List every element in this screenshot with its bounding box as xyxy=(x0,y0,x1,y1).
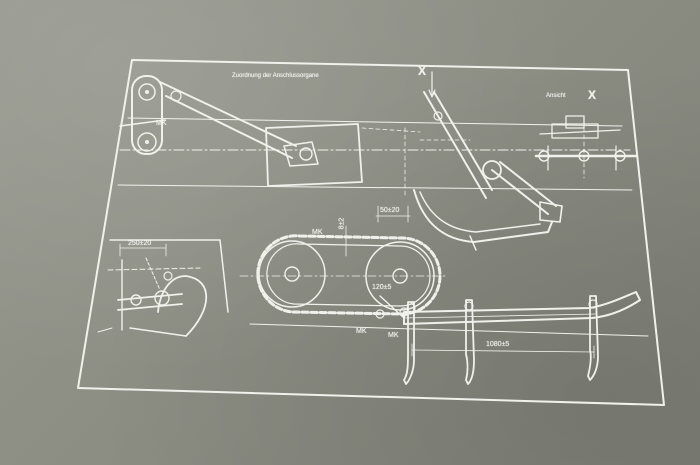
gearbox-block xyxy=(265,123,363,187)
hanging-arm-joint xyxy=(482,160,502,180)
left-pulley-arm xyxy=(119,119,166,127)
diagonal-arm-b xyxy=(165,95,293,159)
hanging-arm-b xyxy=(433,91,493,191)
mk-label-lower-b: MK xyxy=(388,332,399,339)
mk-label-left: MK xyxy=(156,120,167,127)
hanging-arm-claw xyxy=(539,201,563,223)
guide-line-top xyxy=(127,117,623,127)
left-pulley-belt xyxy=(131,75,163,155)
dimension-small: 120±5 xyxy=(372,284,392,291)
center-belt-inner xyxy=(266,243,431,307)
gearbox-inner xyxy=(283,141,319,167)
tool-beam xyxy=(403,291,641,325)
left-pulley-bottom xyxy=(137,132,157,152)
sub-view-moldboard xyxy=(157,275,208,337)
guide-line-bottom xyxy=(249,323,649,337)
mk-label-belt: MK xyxy=(312,229,323,236)
guide-line-low xyxy=(117,184,633,191)
belt-pulley-left xyxy=(258,240,326,308)
mk-label-lower-a: MK xyxy=(356,328,367,335)
tine-2 xyxy=(465,299,475,385)
tine-3 xyxy=(587,295,599,381)
dimension-vertical: 8±2 xyxy=(338,217,346,230)
top-view-marker: X xyxy=(418,64,427,78)
dimension-bottom: 1080±5 xyxy=(486,341,510,348)
dimension-mid: 50±20 xyxy=(380,207,400,214)
view-label: Ansicht xyxy=(546,93,566,99)
left-pulley-top xyxy=(138,83,156,101)
curved-skid xyxy=(413,189,553,243)
dimension-left: 250±20 xyxy=(128,240,152,247)
center-belt-outer xyxy=(256,234,442,316)
sub-view-frame xyxy=(109,239,229,313)
tine-1 xyxy=(403,301,415,385)
view-marker: X xyxy=(588,88,597,102)
drawing-title: Zuordnung der Anschlussorgane xyxy=(232,73,319,79)
sheet-border xyxy=(77,59,665,406)
diagonal-arm-a xyxy=(159,81,297,147)
hanging-arm-a xyxy=(423,91,487,199)
